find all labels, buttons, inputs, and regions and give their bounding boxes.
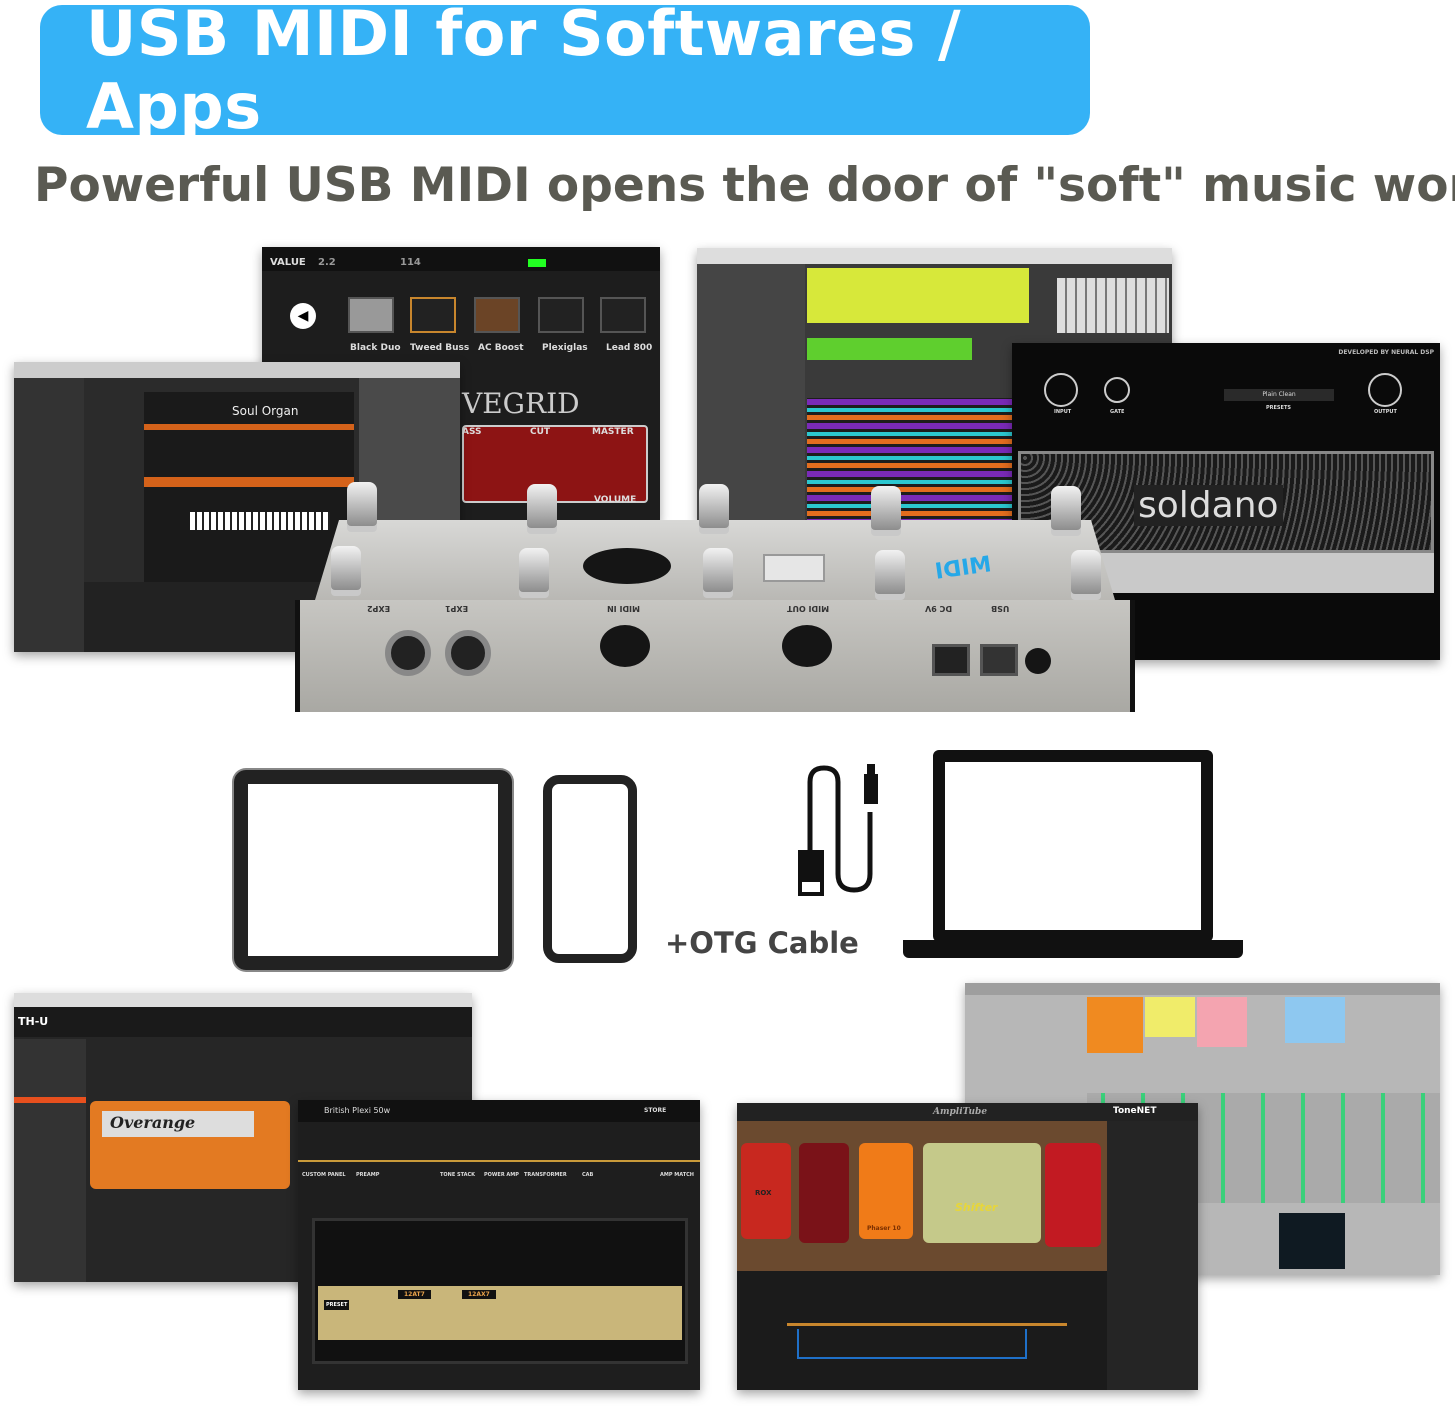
bias-amp-screenshot: British Plexi 50w STORE CUSTOM PANEL PRE… bbox=[298, 1100, 700, 1390]
chain-amp-match[interactable]: AMP MATCH bbox=[660, 1172, 694, 1178]
tube2-label: 12AX7 bbox=[462, 1290, 496, 1299]
bass-label: ASS bbox=[462, 427, 482, 437]
amp-plexiglas[interactable]: Plexiglas bbox=[542, 343, 588, 353]
volume-label: VOLUME bbox=[594, 495, 637, 505]
gate-knob[interactable] bbox=[1104, 377, 1130, 403]
store-button[interactable]: STORE bbox=[644, 1107, 667, 1114]
amp-ac-boost[interactable]: AC Boost bbox=[478, 343, 524, 353]
expression-knob[interactable] bbox=[583, 548, 671, 584]
preset-label: PRESET bbox=[324, 1300, 350, 1310]
laptop-icon bbox=[903, 750, 1243, 958]
usb-label: USB bbox=[991, 604, 1010, 613]
power-button[interactable] bbox=[1025, 648, 1051, 674]
usb-port[interactable] bbox=[980, 644, 1018, 676]
pedal-phaser[interactable]: Phaser 10 bbox=[867, 1225, 901, 1232]
tablet-icon bbox=[234, 770, 512, 970]
instrument-name: Soul Organ bbox=[232, 404, 299, 418]
display-screen bbox=[763, 554, 825, 582]
preset-name[interactable]: British Plexi 50w bbox=[324, 1106, 391, 1115]
input-label: INPUT bbox=[1054, 409, 1072, 415]
amplitube-screenshot: AmpliTube ToneNET ROX Phaser 10 Shifter bbox=[737, 1103, 1198, 1390]
amp-tweed-buss[interactable]: Tweed Buss bbox=[410, 343, 470, 353]
input-knob[interactable] bbox=[1044, 373, 1078, 407]
amp-black-duo[interactable]: Black Duo bbox=[350, 343, 401, 353]
th-u-logo: TH-U bbox=[18, 1015, 49, 1028]
midi-in-label: MIDI IN bbox=[607, 604, 641, 613]
amp-lead-800[interactable]: Lead 800 bbox=[606, 343, 653, 353]
pedal-rox[interactable]: ROX bbox=[755, 1189, 772, 1197]
midi-controller-device: MIDI EXP2 EXP1 MIDI IN MIDI OUT DC 9V US… bbox=[295, 482, 1135, 712]
presets-label: PRESETS bbox=[1266, 405, 1291, 411]
soldano-logo: soldano bbox=[1134, 485, 1283, 526]
value-label: VALUE bbox=[270, 257, 306, 268]
chain-power-amp[interactable]: POWER AMP bbox=[484, 1172, 519, 1178]
midi-out-label: MIDI OUT bbox=[787, 604, 830, 613]
subtitle: Powerful USB MIDI opens the door of "sof… bbox=[34, 158, 1455, 213]
dc-power-port[interactable] bbox=[932, 644, 970, 676]
tonenet-logo: ToneNET bbox=[1113, 1106, 1157, 1116]
piano-keys bbox=[190, 512, 330, 530]
output-knob[interactable] bbox=[1368, 373, 1402, 407]
midi-in-port[interactable] bbox=[600, 625, 650, 667]
exp2-jack[interactable] bbox=[445, 630, 491, 676]
value: 2.2 bbox=[318, 257, 336, 268]
headline-banner: USB MIDI for Softwares / Apps bbox=[40, 0, 1090, 143]
chain-custom-panel[interactable]: CUSTOM PANEL bbox=[302, 1172, 346, 1178]
exp2-label: EXP2 bbox=[367, 604, 391, 613]
chain-cab[interactable]: CAB bbox=[582, 1172, 594, 1178]
dc-9v-label: DC 9V bbox=[925, 604, 953, 613]
headline: USB MIDI for Softwares / Apps bbox=[86, 0, 962, 143]
usb-cable-icon bbox=[798, 764, 878, 896]
output-label: OUTPUT bbox=[1374, 409, 1397, 415]
phone-icon bbox=[543, 775, 637, 963]
exp1-jack[interactable] bbox=[385, 630, 431, 676]
pedal-shifter[interactable]: Shifter bbox=[955, 1201, 998, 1214]
level-meter bbox=[528, 259, 546, 267]
amplitube-logo: AmpliTube bbox=[933, 1107, 988, 1117]
back-arrow-icon[interactable]: ◀ bbox=[290, 303, 316, 329]
brand: VEGRID bbox=[462, 387, 580, 420]
bpm: 114 bbox=[400, 257, 421, 268]
amp-name: Overange bbox=[110, 1113, 196, 1132]
preset-selector[interactable]: Plain Clean bbox=[1224, 389, 1334, 401]
gate-label: GATE bbox=[1110, 409, 1125, 415]
midi-out-port[interactable] bbox=[782, 625, 832, 667]
cut-label: CUT bbox=[530, 427, 551, 437]
chain-tone-stack[interactable]: TONE STACK bbox=[440, 1172, 476, 1178]
chain-preamp[interactable]: PREAMP bbox=[356, 1172, 380, 1178]
master-label: MASTER bbox=[592, 427, 634, 437]
chain-transformer[interactable]: TRANSFORMER bbox=[524, 1172, 567, 1178]
otg-cable-label: +OTG Cable bbox=[665, 926, 859, 960]
developer-label: DEVELOPED BY NEURAL DSP bbox=[1338, 349, 1434, 356]
exp1-label: EXP1 bbox=[445, 604, 469, 613]
tube1-label: 12AT7 bbox=[398, 1290, 431, 1299]
